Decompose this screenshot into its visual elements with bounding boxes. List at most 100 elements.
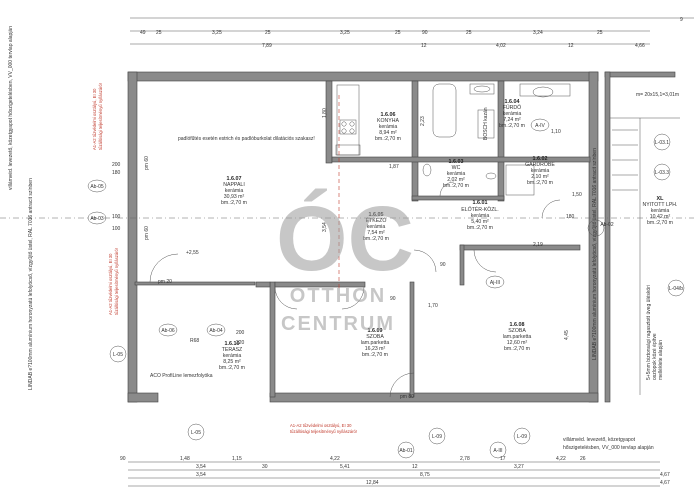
dim: 4,22	[330, 456, 340, 462]
room-id-wardrobe: 1.6.02	[533, 156, 548, 162]
tag: L-03.3	[655, 170, 669, 176]
room-id-terrace: 1.6.10	[225, 341, 240, 347]
room-height-bath: bm.:2,70 m	[499, 123, 525, 129]
room-floor-wardrobe: kerámia	[531, 168, 550, 174]
dim: 8,75	[420, 472, 430, 478]
room-height-open: bm.:2,70 m	[647, 220, 673, 226]
svg-text:ÓC: ÓC	[276, 187, 414, 290]
tag: L-05	[113, 352, 123, 358]
room-id-hall: 1.6.01	[473, 200, 488, 206]
room-height-wc: bm.:2,70 m	[443, 183, 469, 189]
kitchen-fixtures	[335, 84, 361, 156]
room-name-room2: SZOBA	[508, 328, 526, 334]
room-floor-bath: kerámia	[503, 111, 522, 117]
dim: 12,84	[366, 480, 379, 486]
room-area-hall: 5,40 m²	[471, 219, 489, 225]
room-name-bath: FÜRDŐ	[503, 104, 521, 111]
room-name-wc: WC	[452, 165, 461, 171]
tag: Ab-06	[161, 328, 175, 334]
dim: 90	[390, 296, 396, 302]
room-name-living: NAPPALI	[223, 182, 245, 188]
stair: m= 20x15,1=3,01m	[612, 92, 679, 191]
element-tags: L-05 Ab-02 L-09 L-09 L-05 L-04/b L-03.1 …	[87, 118, 685, 459]
glass-note-1: 5+5mm biztonsági ragasztott üveg üléskör…	[646, 285, 652, 380]
top-dim-far: 9	[680, 17, 683, 23]
room-floor-terrace: kerámia	[223, 353, 242, 359]
lindab-left-note: LINDAB e?100mm alumínium horonyzatú lefo…	[28, 178, 34, 390]
room-floor-living: kerámia	[225, 188, 244, 194]
dim: 5,41	[340, 464, 350, 470]
doors	[149, 181, 561, 398]
dim: 1,87	[389, 164, 399, 170]
room-area-kitchen: 8,94 m²	[379, 130, 397, 136]
dim: pm 60	[144, 226, 150, 240]
fire-note-4: tűzállósági teljesítményű nyílászáró!	[114, 248, 119, 315]
dim: 200	[236, 330, 245, 336]
room-name-open: NYITOTT LPH.	[643, 202, 678, 208]
dim: 90	[440, 262, 446, 268]
room-area-living: 30,93 m²	[224, 194, 245, 200]
dim: pm 60	[144, 156, 150, 170]
dim: 1,80	[322, 108, 328, 118]
dim: 2,78	[460, 456, 470, 462]
aco-note: ACO ProfiLine lemezfolyóka	[150, 373, 213, 379]
room-floor-room1: lam.parketta	[361, 340, 390, 346]
dim: 3,27	[514, 464, 524, 470]
room-name-room1: SZOBA	[366, 334, 384, 340]
dim: 1,48	[180, 456, 190, 462]
top-dim-4: 25	[265, 30, 271, 36]
right-notes: LINDAB e?100mm alumínium horonyzatú lefo…	[592, 148, 664, 380]
room-height-terrace: bm.:2,70 m	[219, 365, 245, 371]
kitchen-dilatation-note: padlófűtés esetén estrich és padlóburkol…	[178, 136, 315, 142]
room-floor-wc: kerámia	[447, 171, 466, 177]
top-dim-3: 3,25	[212, 30, 222, 36]
bottom-dimension-chain: 90 1,48 1,15 4,22 2,78 17 4,22 26 3,54 3…	[120, 456, 670, 487]
dim: 100	[112, 226, 121, 232]
top-dimension-chain: 49 25 3,25 25 3,25 25 90 25 3,24 25 7,89…	[130, 17, 694, 49]
wc-fixtures	[422, 163, 535, 196]
dim: 1,50	[572, 192, 582, 198]
top-dim-5: 3,25	[340, 30, 350, 36]
room-floor-dining: kerámia	[367, 224, 386, 230]
room-floor-hall: kerámia	[471, 213, 490, 219]
watermark-line-1: OTTHON	[290, 285, 386, 307]
dim: 100	[112, 214, 121, 220]
dim: 3,54	[196, 464, 206, 470]
tag: Ab-02	[600, 222, 614, 228]
room-name-terrace: TERASZ	[222, 347, 242, 353]
room-name-wardrobe: GARDRÓBE	[525, 161, 555, 168]
top-dim-2: 25	[156, 30, 162, 36]
room-area-room2: 12,60 m²	[507, 340, 528, 346]
fire-note-1: A1-A2 tűzvédelmi osztályú, EI 30	[92, 88, 97, 150]
room-floor-open: kerámia	[651, 208, 670, 214]
dim: 3,54	[196, 472, 206, 478]
room-id-room1: 1.6.09	[368, 328, 383, 334]
room-id-room2: 1.6.08	[510, 322, 525, 328]
room-area-wardrobe: 2,10 m²	[531, 174, 549, 180]
fire-note-3: A1-A2 tűzvédelmi osztályú, EI 30	[108, 253, 113, 315]
room-id-bath: 1.6.04	[505, 99, 520, 105]
room-height-living: bm.:2,70 m	[221, 200, 247, 206]
r68-label: R68	[190, 338, 199, 344]
dim: 200	[112, 162, 121, 168]
tag: A-III	[493, 448, 502, 454]
room-id-kitchen: 1.6.06	[381, 112, 396, 118]
dim: 180	[566, 214, 575, 220]
top-dim-8: 25	[466, 30, 472, 36]
room-area-dining: 7,54 m²	[367, 230, 385, 236]
room-id-dining: 1.6.05	[369, 212, 384, 218]
fire-note-2: tűzállósági teljesítményű nyílászáró!	[98, 83, 103, 150]
walls	[127, 71, 680, 403]
dim: 2,23	[420, 116, 426, 126]
top-dim-6: 25	[395, 30, 401, 36]
dim: 30	[262, 464, 268, 470]
dim: 4,67	[660, 480, 670, 486]
top-dim-1: 49	[140, 30, 146, 36]
dim: 17	[500, 456, 506, 462]
lindab-right-note: LINDAB e?100mm alumínium horonyzatú lefo…	[592, 148, 598, 360]
fire-note-bottom-1: A1-A2 tűzvédelmi osztályú, EI 30	[290, 423, 352, 428]
room-height-room2: bm.:2,70 m	[504, 346, 530, 352]
room-height-room1: bm.:2,70 m	[362, 352, 388, 358]
room-area-room1: 16,23 m²	[365, 346, 386, 352]
room-id-living: 1.6.07	[227, 176, 242, 182]
